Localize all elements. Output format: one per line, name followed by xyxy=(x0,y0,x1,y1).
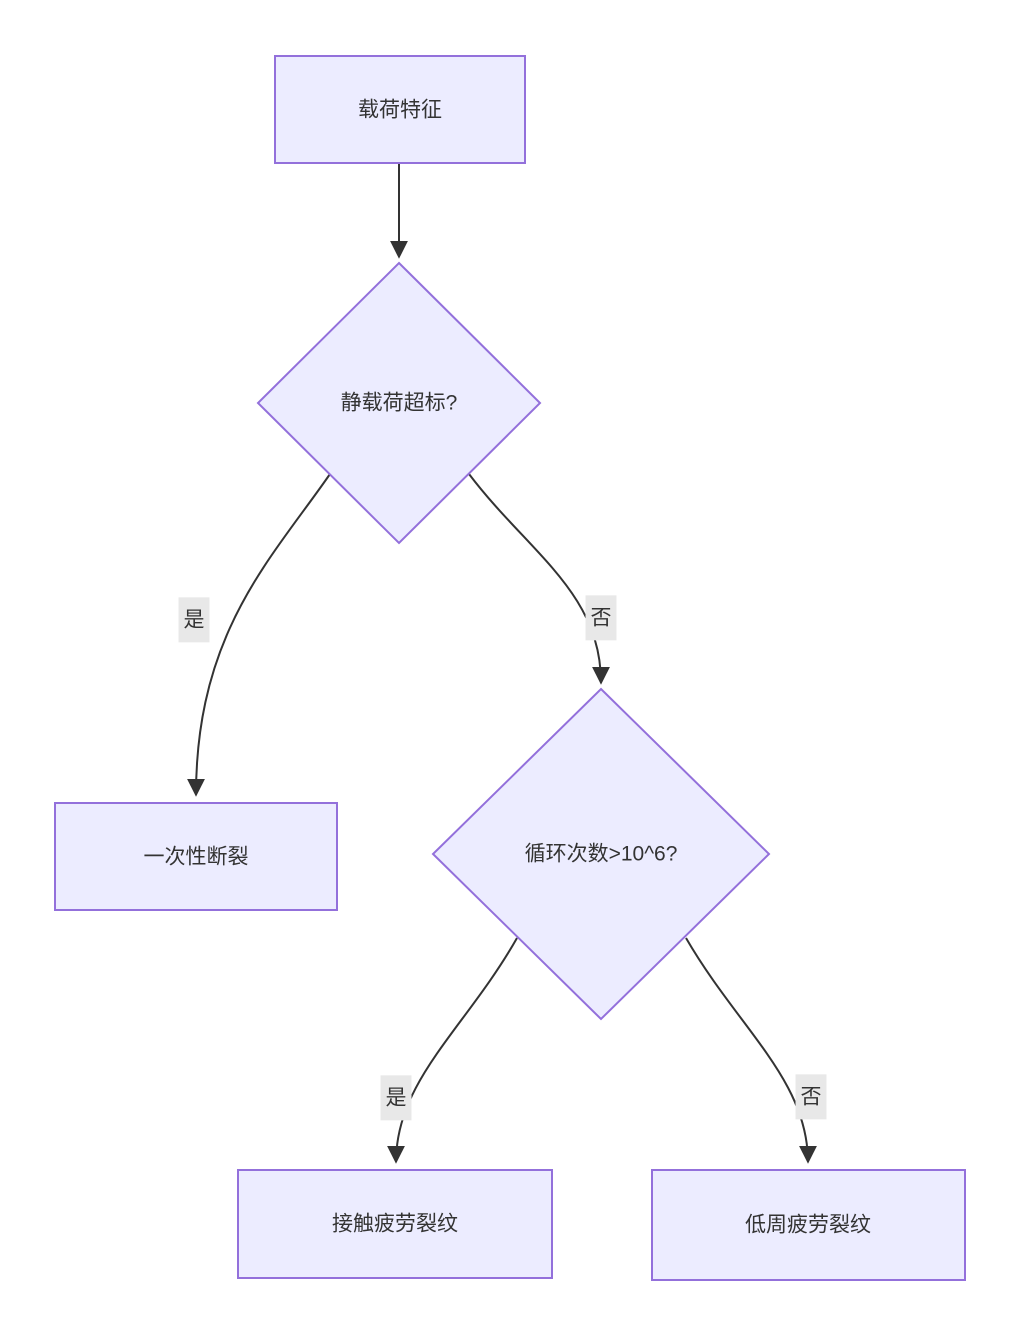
node-contact-fatigue-crack xyxy=(237,1169,553,1279)
node-label-load-characteristics: 载荷特征 xyxy=(358,98,442,122)
node-label-contact-fatigue-crack: 接触疲劳裂纹 xyxy=(332,1212,458,1236)
edge-static-overload-no xyxy=(468,473,610,685)
edge-label-static-overload-yes: 是 xyxy=(178,597,210,643)
node-low-cycle-fatigue-crack xyxy=(651,1169,966,1281)
edge-static-overload-yes xyxy=(187,473,331,797)
edge-cycle-count-no xyxy=(685,937,817,1164)
node-label-cycle-count-decision: 循环次数>10^6? xyxy=(524,842,678,866)
node-label-static-overload-decision: 静载荷超标? xyxy=(340,391,458,415)
node-cycle-count-decision xyxy=(431,687,771,1021)
node-label-one-time-fracture: 一次性断裂 xyxy=(143,845,249,869)
node-static-overload-decision xyxy=(256,261,542,545)
edge-label-cycle-count-no: 否 xyxy=(795,1074,827,1120)
edge-label-cycle-count-yes: 是 xyxy=(380,1075,412,1121)
edge-label-static-overload-no: 否 xyxy=(585,595,617,641)
node-load-characteristics xyxy=(274,55,526,164)
node-one-time-fracture xyxy=(54,802,338,911)
node-label-low-cycle-fatigue-crack: 低周疲劳裂纹 xyxy=(745,1213,871,1237)
edge-cycle-count-yes xyxy=(387,937,518,1164)
